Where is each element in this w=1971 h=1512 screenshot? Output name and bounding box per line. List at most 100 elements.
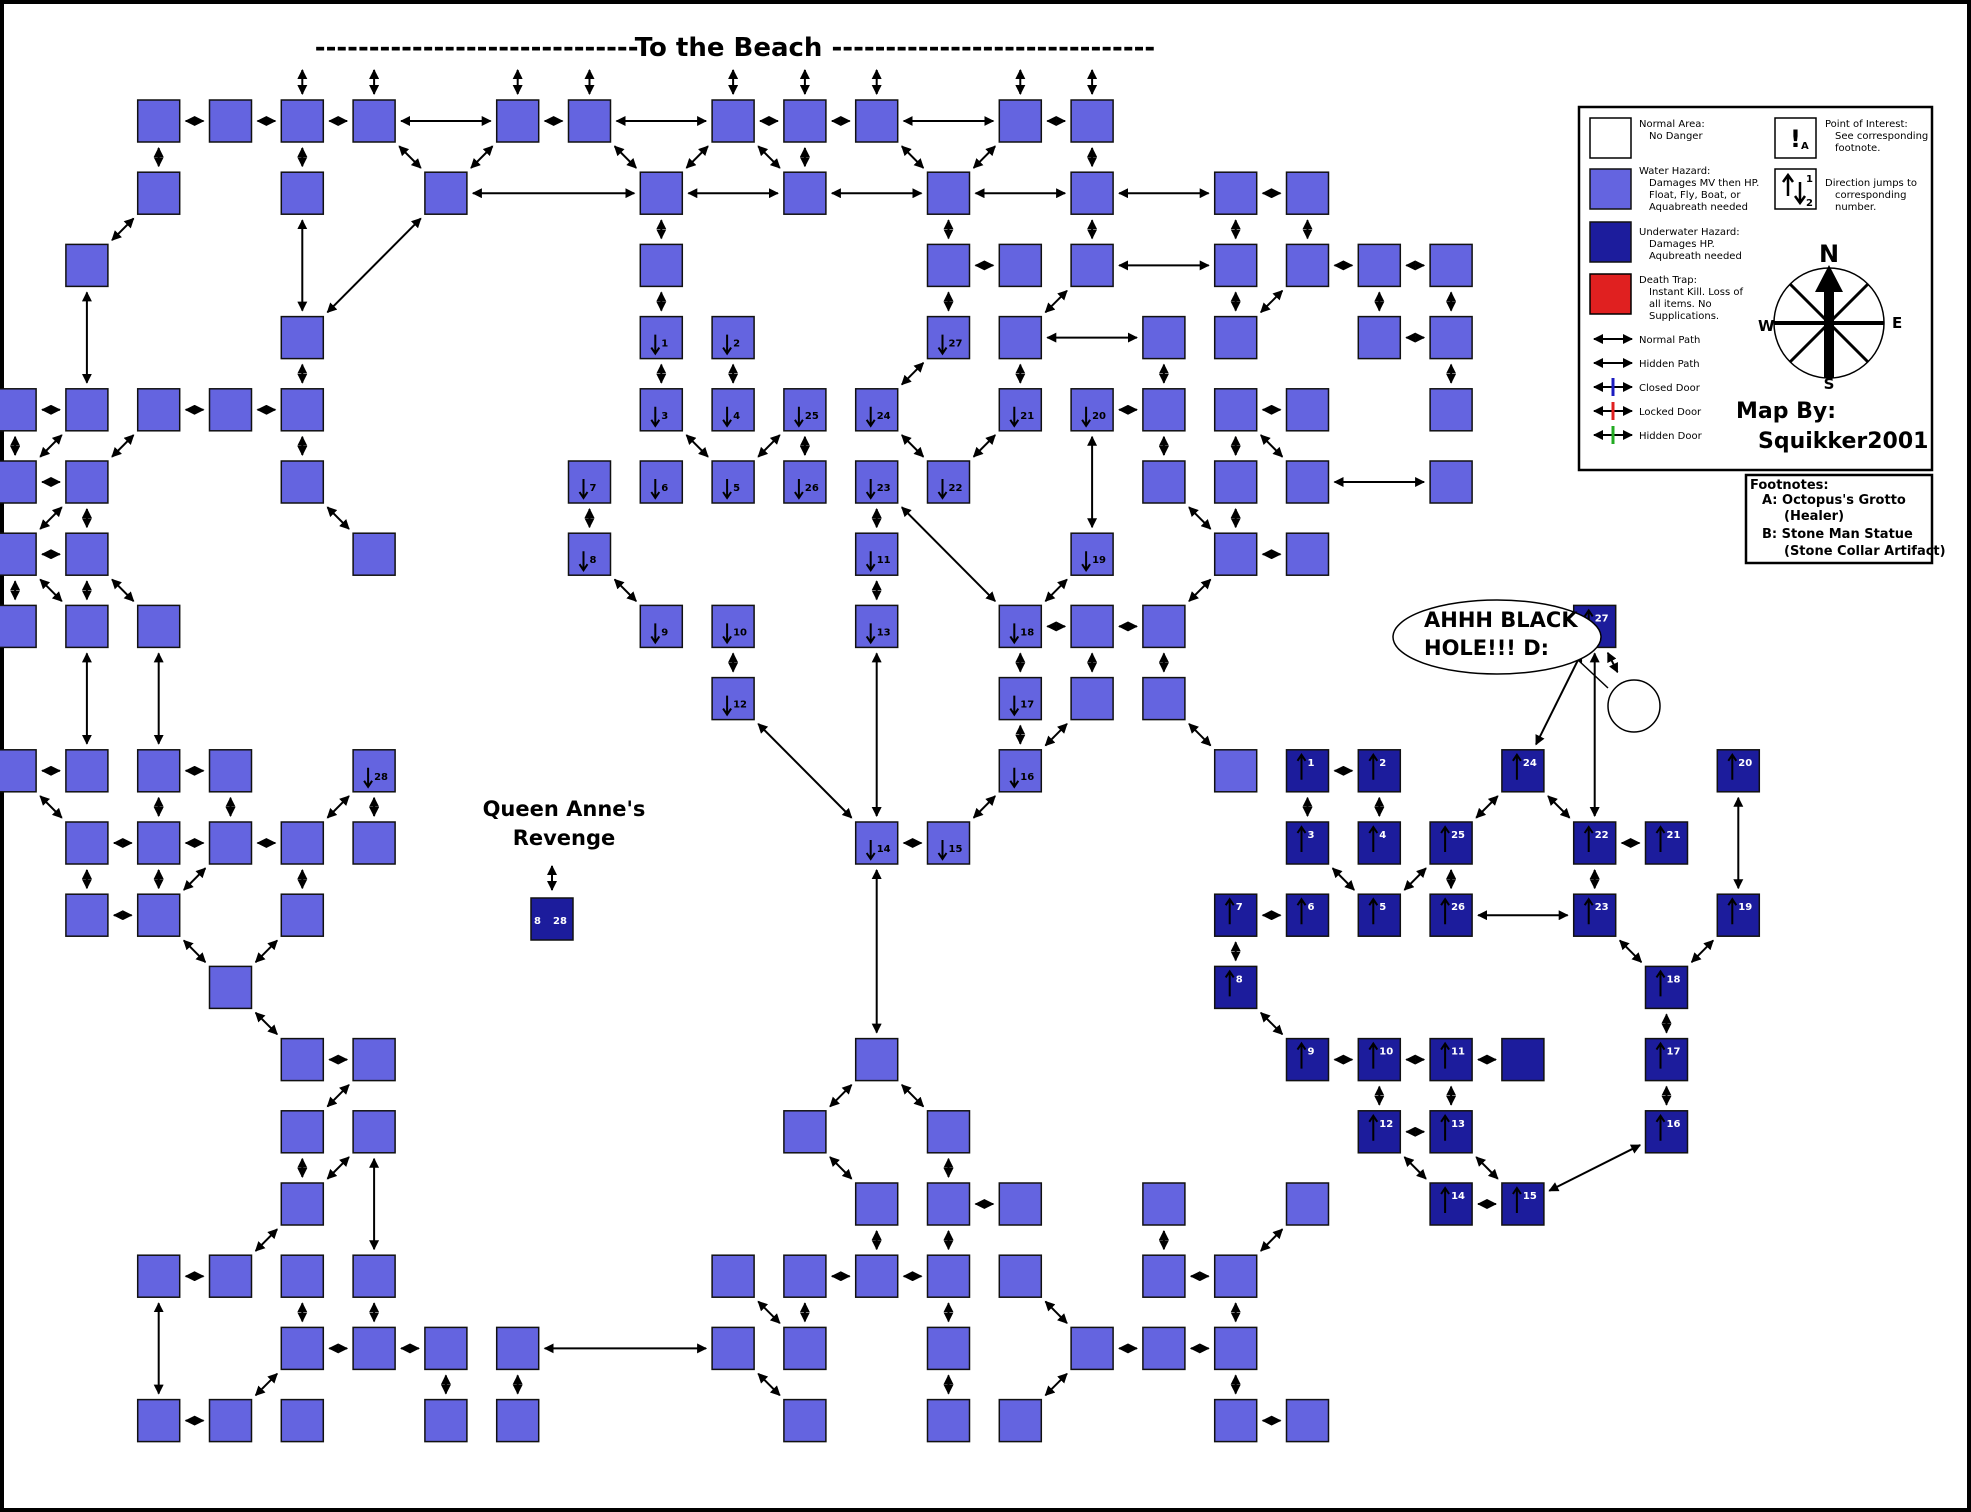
room-number: 7 [590,483,597,494]
map-room [136,893,181,937]
down-arrow-icon [650,334,661,356]
water-room [65,388,109,432]
water-room [854,1182,899,1226]
down-arrow-icon [578,479,589,500]
water-room [998,99,1043,143]
down-arrow-icon [865,479,876,500]
map-room [1285,532,1330,576]
water-room [352,749,396,793]
up-arrow-icon [1368,1041,1379,1069]
map-room [280,1254,325,1298]
map-room [1213,243,1258,288]
down-arrow-icon [650,623,661,645]
map-room: 13 [1429,1110,1473,1154]
water-room [1429,315,1473,360]
up-arrow-icon [1727,752,1738,780]
water-room [136,749,181,793]
map-room [1213,388,1258,432]
map-room [1142,676,1186,721]
speech-tail [1577,659,1609,689]
map-room [424,1326,468,1371]
ship-label-line2: Revenge [513,826,616,850]
map-room [639,243,684,288]
map-room: 4 [711,388,755,432]
map-room [1285,460,1330,504]
water-room [495,1398,540,1443]
room-number: 4 [733,411,740,422]
room-number: 28 [374,772,388,783]
map-path [972,434,996,458]
underwater-room [1501,749,1545,793]
map-room [208,965,253,1010]
map-room [1285,243,1330,288]
water-room [998,604,1043,649]
map-room [65,243,109,288]
legend-poi-line2: See corresponding [1835,131,1928,142]
water-room [711,604,755,649]
legend-jump-num1: 1 [1806,174,1813,185]
map-room [926,243,971,288]
map-room [1285,171,1330,215]
footnotes: Footnotes: A: Octopus's Grotto (Healer) … [1744,473,1946,565]
footnote-b-line1: B: Stone Man Statue [1762,527,1913,542]
room-number: 3 [1308,830,1315,841]
room-number: 19 [1092,555,1106,566]
map-room [280,1326,325,1371]
underwater-room [1644,965,1689,1010]
water-room [926,460,971,504]
map-room [1142,315,1186,360]
map-path [254,1011,278,1036]
water-room [854,604,899,649]
map-room: 20 [1070,388,1114,432]
map-room [136,749,181,793]
room-number: 25 [805,411,819,422]
underwater-room [1357,1110,1402,1154]
water-room [280,315,325,360]
map-room [280,99,325,143]
down-arrow-icon [937,479,948,500]
up-arrow-icon [1296,752,1307,780]
map-room [208,1398,253,1443]
room-number: 20 [1738,758,1752,769]
legend-under-line1: Underwater Hazard: [1639,227,1740,238]
water-room [208,965,253,1010]
map-path [470,145,494,169]
room-number: 15 [949,844,963,855]
map-room [65,893,109,937]
map-room [1357,243,1402,288]
underwater-room [1285,893,1330,937]
map-path [326,1084,350,1108]
water-room [1213,1254,1258,1298]
map-path [1188,723,1212,747]
water-room [711,99,755,143]
map-room [0,388,37,432]
map-room [854,1182,899,1226]
map-room [711,1254,755,1298]
map-room: 13 [854,604,899,649]
water-room [136,1398,181,1443]
map-room [424,1398,468,1443]
map-room [136,1398,181,1443]
water-room [1070,1326,1114,1371]
room-number: 11 [1451,1047,1465,1058]
map-room: 23 [1572,893,1617,937]
map-room [1213,1254,1258,1298]
water-room [639,243,684,288]
map-room: 5 [1357,893,1402,937]
room-number: 13 [877,627,891,638]
water-room [352,1326,396,1371]
map-room [998,1182,1043,1226]
water-room [280,460,325,504]
water-room [998,1182,1043,1226]
water-room [280,99,325,143]
map-room [1429,388,1473,432]
water-room [711,315,755,360]
water-room [1285,243,1330,288]
room-number: 5 [1379,902,1386,913]
map-room: 10 [1357,1037,1402,1082]
speech-bubble [1392,599,1602,675]
water-room [280,1037,325,1082]
water-room [0,749,37,793]
water-room [1070,676,1114,721]
map-room [0,604,37,649]
